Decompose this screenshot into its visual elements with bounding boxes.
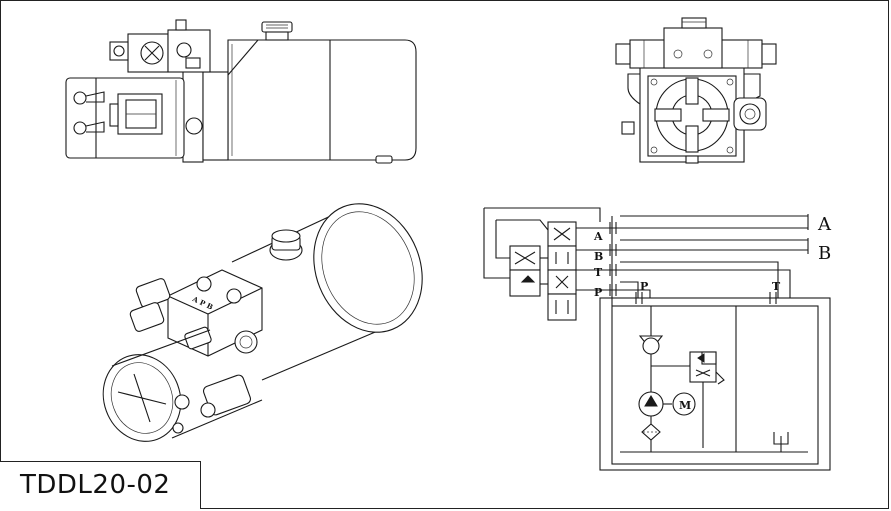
valve-port-p: P (594, 286, 602, 299)
valve-port-t: T (594, 266, 603, 279)
output-port-a: A (817, 214, 832, 235)
valve-port-a: A (593, 230, 603, 243)
hydraulic-schematic: M A B T P A B P T (483, 207, 832, 471)
front-view (615, 17, 777, 164)
circuit-port-t: T (772, 280, 781, 293)
model-number: TDDL20-02 (20, 470, 171, 500)
valve-port-b: B (594, 250, 603, 263)
side-view (65, 19, 417, 164)
model-title-block: TDDL20-02 (0, 461, 201, 509)
motor-symbol: M (679, 399, 691, 412)
output-port-b: B (818, 243, 831, 264)
circuit-port-p: P (640, 280, 648, 293)
isometric-view: A P B (102, 203, 423, 442)
